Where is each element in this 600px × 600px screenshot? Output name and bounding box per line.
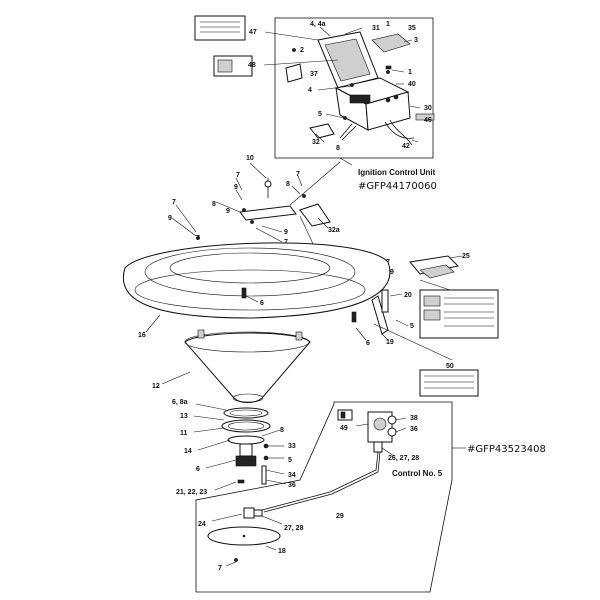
gas-tube-29 bbox=[261, 451, 379, 511]
callout-31: 31 bbox=[372, 25, 380, 32]
callout-33: 33 bbox=[288, 443, 296, 450]
callout-26-28: 26, 27, 28 bbox=[388, 455, 419, 462]
label-sticker-50 bbox=[419, 289, 499, 397]
callout-24: 24 bbox=[198, 521, 206, 528]
callout-14: 14 bbox=[184, 448, 192, 455]
callout-7a: 7 bbox=[236, 172, 240, 179]
ignition-control-case bbox=[317, 31, 411, 131]
callout-50: 50 bbox=[446, 363, 454, 370]
gas-valve-control bbox=[337, 409, 397, 453]
ignition-kit-frame bbox=[274, 17, 434, 159]
callout-13: 13 bbox=[180, 413, 188, 420]
ignition-unit-title: Ignition Control Unit bbox=[358, 168, 436, 177]
control-kit-frame bbox=[195, 401, 453, 593]
burner-cone bbox=[184, 329, 311, 403]
callout-11: 11 bbox=[180, 430, 188, 437]
callout-40: 40 bbox=[408, 81, 416, 88]
callout-20: 20 bbox=[404, 292, 412, 299]
burner-assembly bbox=[221, 407, 271, 485]
callout-6b: 6 bbox=[366, 340, 370, 347]
top-brackets bbox=[196, 178, 360, 278]
part-46-label bbox=[415, 113, 435, 121]
callout-7c: 7 bbox=[172, 199, 176, 206]
callout-35: 35 bbox=[408, 25, 416, 32]
callout-18: 18 bbox=[278, 548, 286, 555]
callout-36: 36 bbox=[288, 482, 296, 489]
callout-47: 47 bbox=[249, 29, 257, 36]
callout-36b: 36 bbox=[410, 426, 418, 433]
callout-7g: 7 bbox=[218, 565, 222, 572]
pilot-assembly bbox=[207, 507, 281, 562]
callout-48: 48 bbox=[248, 62, 256, 69]
callout-12: 12 bbox=[152, 383, 160, 390]
callout-8e: 8 bbox=[280, 427, 284, 434]
callout-8b: 8 bbox=[286, 181, 290, 188]
callout-5b: 5 bbox=[410, 323, 414, 330]
callout-30: 30 bbox=[424, 105, 432, 112]
control-no5-part-number: #GFP43523408 bbox=[467, 444, 546, 455]
callout-5a: 5 bbox=[318, 111, 322, 118]
callout-46: 46 bbox=[424, 117, 432, 124]
callout-9b: 9 bbox=[226, 208, 230, 215]
callout-49: 49 bbox=[340, 425, 348, 432]
callout-5c: 5 bbox=[288, 457, 292, 464]
callout-4b: 4 bbox=[308, 87, 312, 94]
callout-1: 1 bbox=[386, 21, 390, 28]
label-sticker-47 bbox=[194, 15, 246, 41]
callout-32a: 32a bbox=[328, 227, 340, 234]
callout-9d: 9 bbox=[284, 229, 288, 236]
callout-38: 38 bbox=[410, 415, 418, 422]
callout-29: 29 bbox=[336, 513, 344, 520]
callout-3: 3 bbox=[414, 37, 418, 44]
callout-6a: 6 bbox=[260, 300, 264, 307]
callout-7e: 7 bbox=[196, 235, 200, 242]
callout-9e: 9 bbox=[390, 269, 394, 276]
part-35-cover bbox=[371, 33, 411, 53]
callout-32: 32 bbox=[312, 139, 320, 146]
callout-16: 16 bbox=[138, 332, 146, 339]
callout-21-23: 21, 22, 23 bbox=[176, 489, 207, 496]
control-no5-label: Control No. 5 bbox=[392, 469, 443, 478]
callout-4-4a: 4, 4a bbox=[310, 21, 326, 28]
callout-9a: 9 bbox=[234, 184, 238, 191]
callout-19: 19 bbox=[386, 339, 394, 346]
callout-9c: 9 bbox=[168, 215, 172, 222]
callout-27-28: 27, 28 bbox=[284, 525, 304, 532]
callout-34: 34 bbox=[288, 472, 296, 479]
callout-37: 37 bbox=[310, 71, 318, 78]
callout-42: 42 bbox=[402, 143, 410, 150]
ignition-unit-part-number: #GFP44170060 bbox=[358, 181, 437, 192]
callout-8c: 8 bbox=[212, 201, 216, 208]
callout-6c: 6 bbox=[196, 466, 200, 473]
callout-10: 10 bbox=[246, 155, 254, 162]
callout-25: 25 bbox=[462, 253, 470, 260]
reflector-dome bbox=[123, 242, 391, 319]
callout-8a: 8 bbox=[336, 145, 340, 152]
part-37-bracket bbox=[285, 63, 303, 83]
callout-2: 2 bbox=[300, 47, 304, 54]
callout-1b: 1 bbox=[408, 69, 412, 76]
callout-7b: 7 bbox=[296, 171, 300, 178]
leader bbox=[339, 157, 353, 166]
callout-6-8a: 6, 8a bbox=[172, 399, 188, 406]
